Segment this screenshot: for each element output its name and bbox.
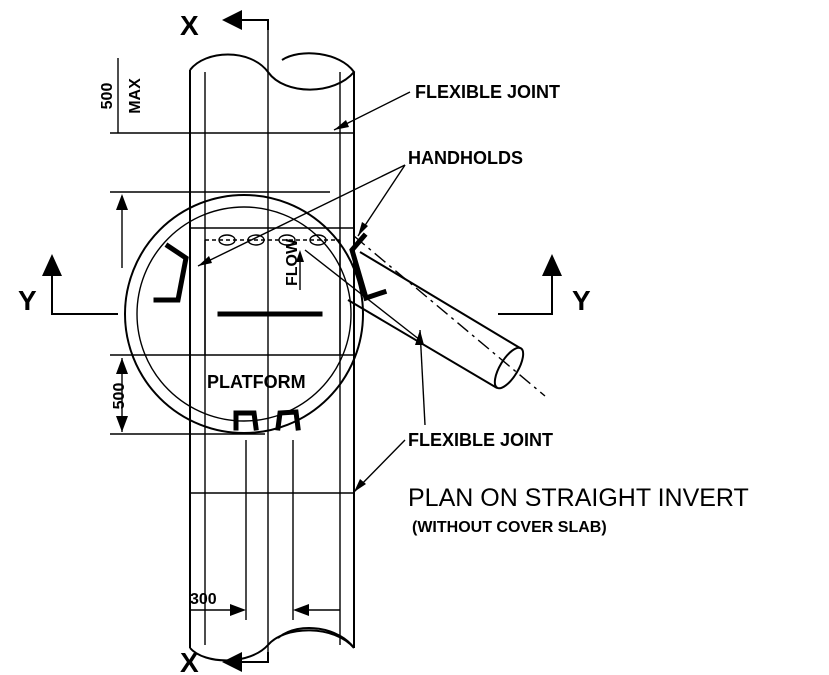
dim-top-value: 500: [99, 83, 116, 110]
section-marker-x-bottom: X: [180, 647, 269, 675]
pipe-break-bottom: [189, 626, 355, 662]
dim-top-suffix: MAX: [127, 78, 144, 114]
dim-bottom-value: 300: [190, 591, 217, 608]
manhole-circle-outer: [124, 194, 364, 434]
handhold-bottom-right: [275, 409, 301, 431]
section-marker-y-left: Y: [18, 254, 118, 316]
manhole-circle-inner: [136, 206, 352, 422]
dim-left-value: 500: [111, 383, 128, 410]
handhold-left: [153, 242, 189, 303]
drawing-title: PLAN ON STRAIGHT INVERT: [408, 484, 749, 512]
pipe-break-top: [189, 52, 356, 91]
section-label-x-top: X: [180, 10, 199, 41]
handhold-bottom-left: [233, 410, 259, 431]
label-flow: FLOW: [284, 238, 301, 286]
branch-pipe: [347, 235, 546, 397]
section-marker-y-right: Y: [498, 254, 591, 316]
label-platform: PLATFORM: [207, 372, 306, 392]
label-flexible-joint-top: FLEXIBLE JOINT: [415, 82, 560, 102]
chain: [205, 234, 340, 246]
label-handholds: HANDHOLDS: [408, 148, 523, 168]
section-label-y-right: Y: [572, 285, 591, 316]
label-flexible-joint-bottom: FLEXIBLE JOINT: [408, 430, 553, 450]
handhold-right: [349, 232, 388, 302]
section-marker-x-top: X: [180, 10, 269, 41]
section-label-x-bottom: X: [180, 647, 199, 675]
main-pipe: [189, 52, 356, 662]
section-label-y-left: Y: [18, 285, 37, 316]
drawing-subtitle: (WITHOUT COVER SLAB): [412, 519, 607, 536]
